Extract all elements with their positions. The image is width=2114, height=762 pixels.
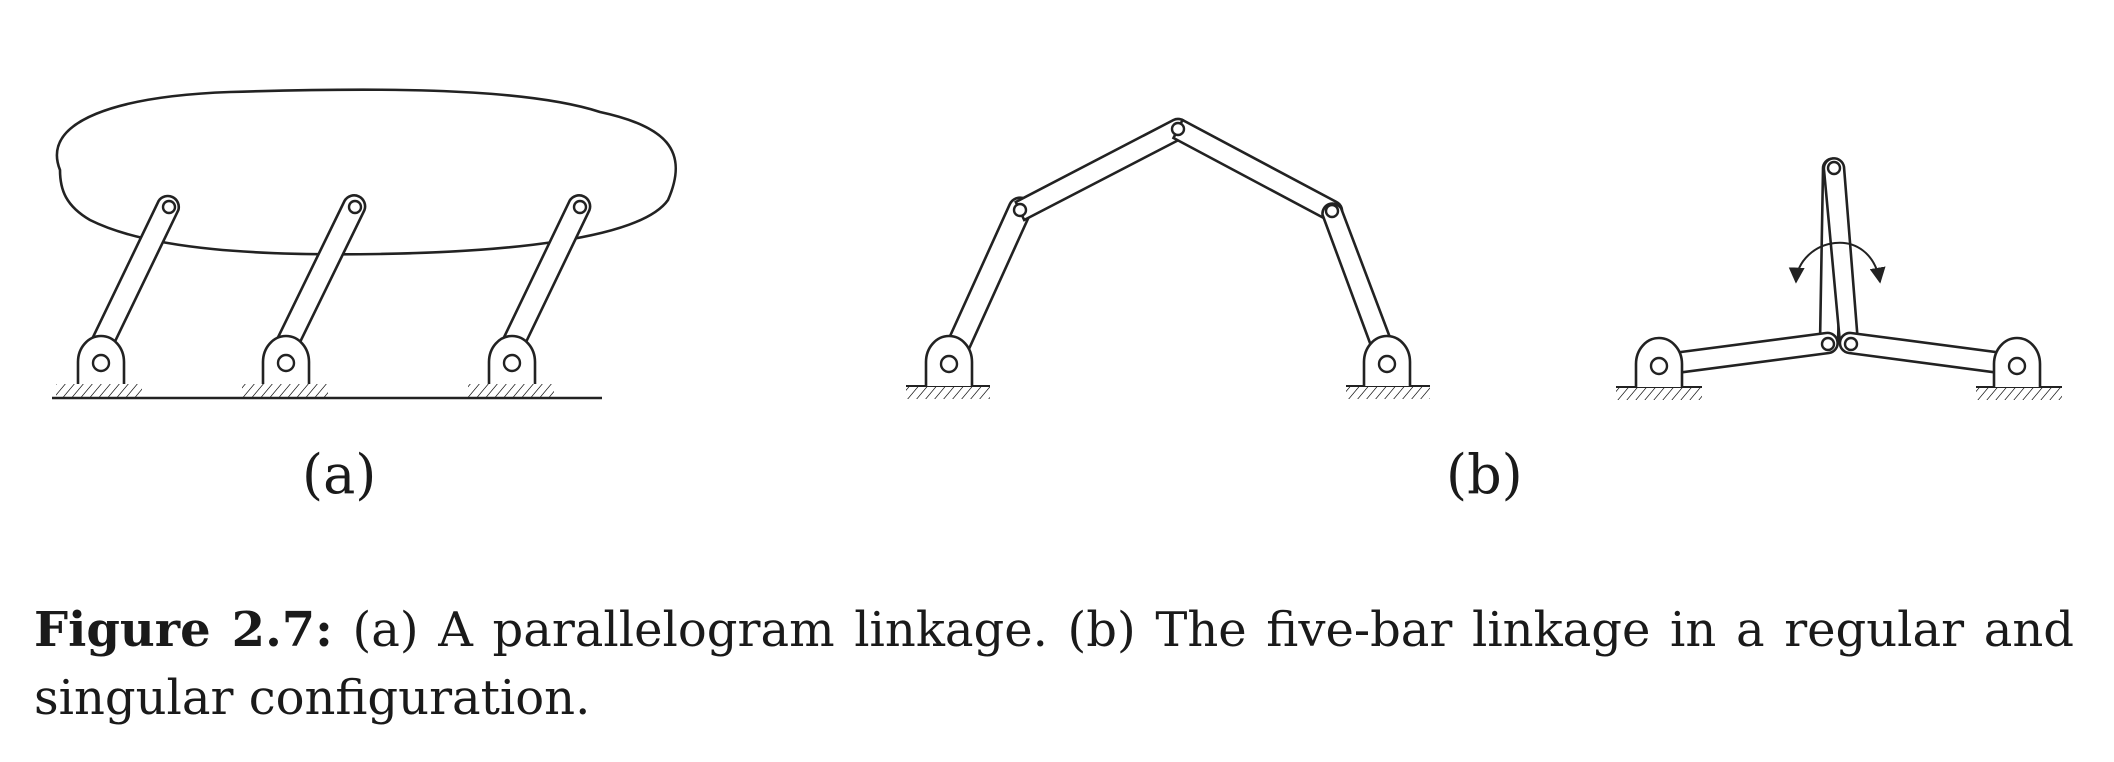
- caption-text: (a) A parallelogram linkage. (b) The fiv…: [34, 602, 2074, 726]
- five-bar-regular: [906, 117, 1430, 399]
- ground-hatch: [468, 384, 554, 397]
- pivot-pin: [939, 354, 959, 374]
- link-coupler-right: [1171, 118, 1344, 223]
- link-horizontal-left: [1656, 331, 1839, 377]
- joint-pin: [1826, 160, 1842, 176]
- joint-pin: [572, 199, 588, 215]
- pivot-pin: [1377, 354, 1397, 374]
- link-crank-right: [1321, 202, 1399, 365]
- pivot-pin: [91, 353, 111, 373]
- joint-pin: [1170, 121, 1186, 137]
- ground-hatch: [242, 384, 328, 397]
- link-leg: [76, 194, 181, 384]
- joint-pin: [1324, 203, 1340, 219]
- joint-pin: [161, 199, 177, 215]
- link-leg: [487, 194, 592, 384]
- joint-pin: [1820, 336, 1836, 352]
- ground-hatch: [1976, 387, 2062, 400]
- joint-pin: [347, 199, 363, 215]
- parallelogram-linkage: [52, 88, 678, 400]
- ground-hatch: [56, 384, 142, 397]
- ground-hatch: [1346, 386, 1430, 399]
- five-bar-singular: [1616, 157, 2062, 400]
- pivot-pin: [276, 353, 296, 373]
- ground-hatch: [1616, 387, 1702, 400]
- joint-pin: [1012, 202, 1028, 218]
- link-vertical-right: [1822, 157, 1860, 345]
- pivot-pin: [2007, 356, 2027, 376]
- caption-label: Figure 2.7:: [34, 602, 333, 658]
- joint-pin: [1843, 336, 1859, 352]
- rotation-arrow-icon: [1788, 241, 1886, 284]
- ground-hatch: [906, 386, 990, 399]
- figure-illustration: [52, 88, 2062, 400]
- subfigure-label-a: (a): [302, 443, 377, 506]
- figure-caption: Figure 2.7: (a) A parallelogram linkage.…: [34, 596, 2074, 732]
- pivot-pin: [1649, 356, 1669, 376]
- link-coupler-left: [1014, 117, 1190, 222]
- pivot-pin: [502, 353, 522, 373]
- subfigure-label-b: (b): [1446, 443, 1523, 506]
- link-horizontal-right: [1838, 331, 2020, 377]
- link-leg: [261, 194, 367, 384]
